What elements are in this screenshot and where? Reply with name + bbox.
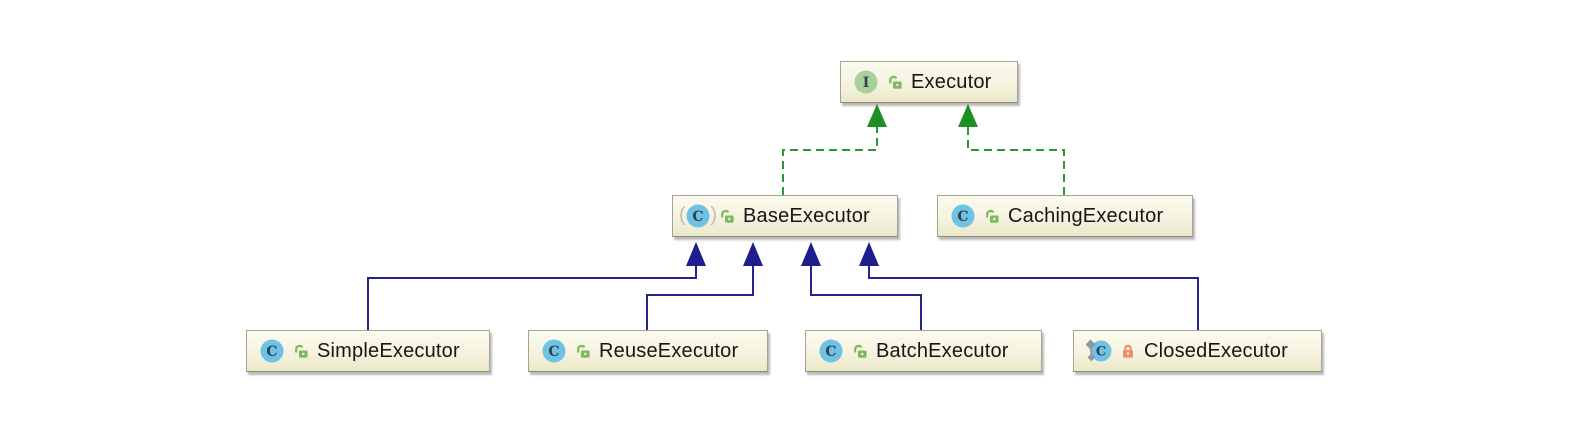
public-lock-icon [577,344,590,358]
class-name-label: BatchExecutor [876,339,1009,362]
class-icon: C [819,339,843,363]
class-name-label: BaseExecutor [743,204,870,227]
edge-baseexecutor-implements-executor [782,127,878,195]
class-node-cachingexecutor[interactable]: C CachingExecutor [937,195,1193,237]
class-name-label: SimpleExecutor [317,339,460,362]
svg-text:C: C [957,209,968,225]
class-icon: C [951,204,975,228]
extends-arrowhead [801,242,821,266]
public-lock-icon [854,344,867,358]
extends-arrowhead [743,242,763,266]
edge-batchexecutor-extends-baseexecutor [810,266,922,330]
class-icon: C [260,339,284,363]
implements-arrowhead [867,104,887,127]
class-node-closedexecutor[interactable]: C ClosedExecutor [1073,330,1322,372]
class-node-executor[interactable]: I Executor [840,61,1018,103]
edge-cachingexecutor-implements-executor [967,127,1065,195]
interface-icon: I [854,70,878,94]
abstract-class-icon: C [679,203,717,229]
nested-class-icon: C [1086,339,1112,362]
class-name-label: ReuseExecutor [599,339,739,362]
implements-arrowhead [958,104,978,127]
edge-reuseexecutor-extends-baseexecutor [646,266,754,330]
edge-closedexecutor-extends-baseexecutor [868,266,1199,330]
extends-arrowhead [859,242,879,266]
svg-text:C: C [548,344,559,360]
class-icon: C [542,339,566,363]
public-lock-icon [295,344,308,358]
class-name-label: Executor [911,70,992,93]
svg-text:C: C [266,344,277,360]
class-node-batchexecutor[interactable]: C BatchExecutor [805,330,1042,372]
class-name-label: CachingExecutor [1008,204,1164,227]
public-lock-icon [889,75,902,89]
private-lock-icon [1123,344,1133,358]
class-name-label: ClosedExecutor [1144,339,1288,362]
svg-text:C: C [825,344,836,360]
svg-text:I: I [863,75,870,91]
extends-arrowhead [686,242,706,266]
class-node-baseexecutor[interactable]: C BaseExecutor [672,195,898,237]
public-lock-icon [721,209,734,223]
class-node-simpleexecutor[interactable]: C SimpleExecutor [246,330,490,372]
svg-text:C: C [1096,345,1106,360]
svg-text:C: C [692,209,703,225]
edge-simpleexecutor-extends-baseexecutor [367,266,697,330]
class-node-reuseexecutor[interactable]: C ReuseExecutor [528,330,768,372]
public-lock-icon [986,209,999,223]
